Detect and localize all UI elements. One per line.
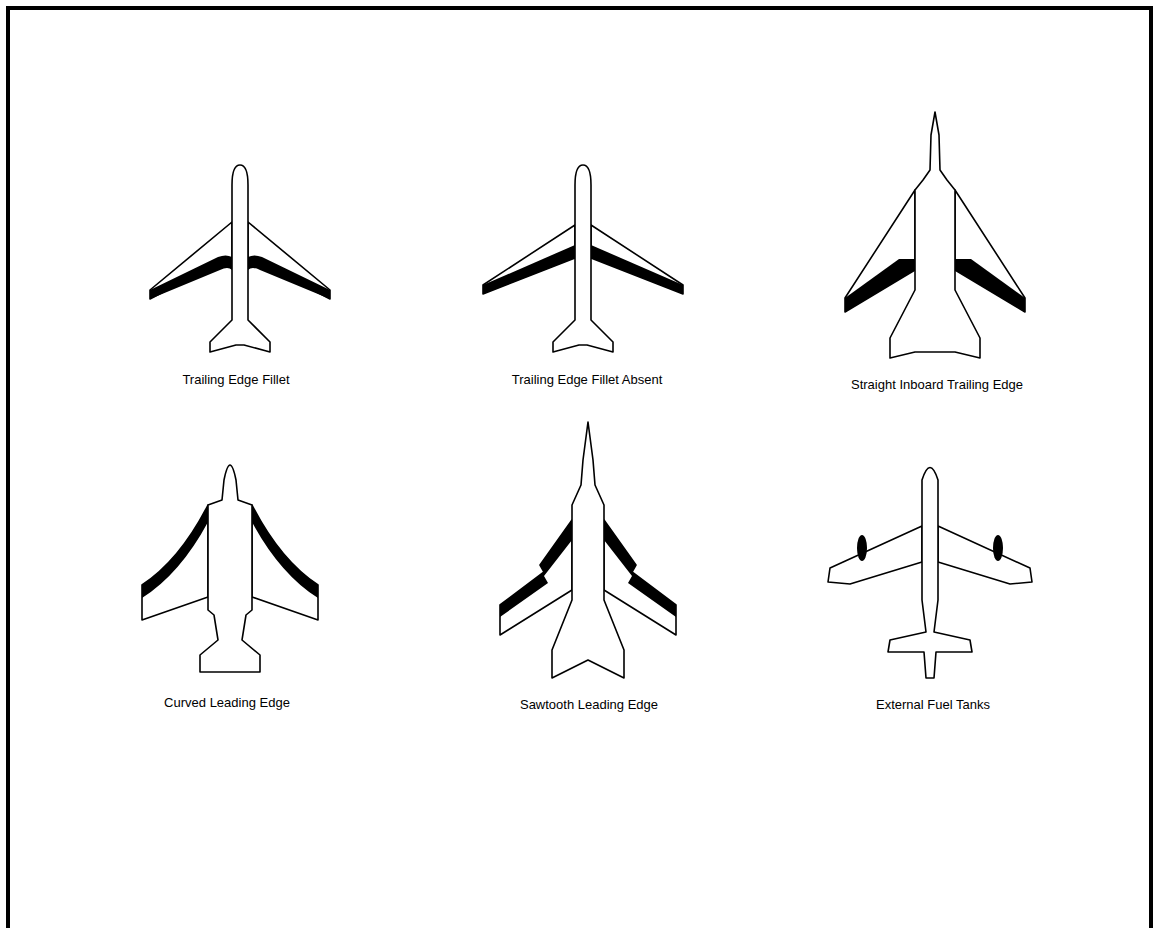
figure-caption: External Fuel Tanks [876,697,990,713]
figure-caption: Sawtooth Leading Edge [520,697,658,713]
figure-caption: Trailing Edge Fillet [182,372,289,388]
figure-caption: Trailing Edge Fillet Absent [512,372,663,388]
figure-caption: Straight Inboard Trailing Edge [851,377,1023,393]
figure-caption: Curved Leading Edge [164,695,290,711]
